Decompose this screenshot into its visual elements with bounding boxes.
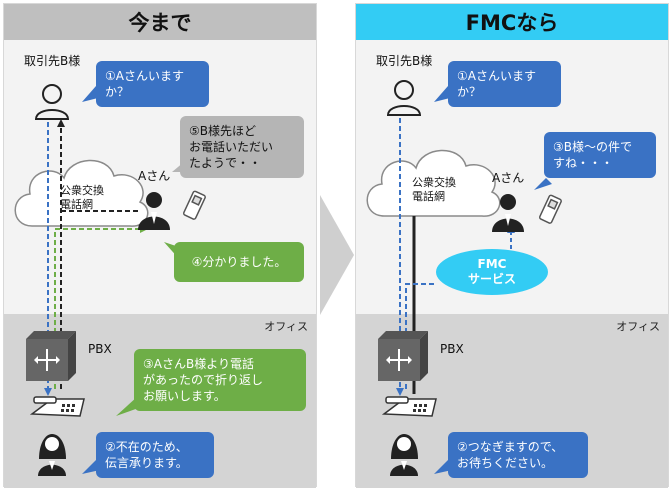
speech-bubble-4: ④分かりました。 [174, 242, 304, 282]
office-label: オフィス [264, 320, 308, 333]
left-panel-title: 今まで [4, 4, 316, 40]
pbx-label: PBX [440, 342, 464, 356]
mobile-phone-icon [182, 190, 206, 220]
client-label: 取引先B様 [24, 54, 81, 68]
office-label: オフィス [616, 320, 660, 333]
businessman-icon [492, 194, 524, 232]
person-icon [34, 84, 70, 120]
person-icon [386, 80, 422, 116]
speech-bubble-3: ③B様～の件で すね・・・ [544, 132, 656, 178]
speech-bubble-5: ⑤B様先ほど お電話いただい たようで・・ [180, 116, 304, 178]
pbx-icon [378, 331, 428, 381]
cloud-label: 公衆交換 電話網 [60, 184, 104, 211]
transition-arrow-icon [320, 195, 354, 315]
speech-bubble-1: ①Aさんいます か？ [448, 61, 561, 107]
fmc-service-oval: FMC サービス [436, 249, 548, 295]
woman-icon [390, 434, 418, 476]
speech-bubble-2: ②不在のため、 伝言承ります。 [96, 432, 214, 478]
a-label: Aさん [492, 171, 525, 185]
pbx-label: PBX [88, 342, 112, 356]
woman-icon [38, 434, 66, 476]
mobile-phone-icon [538, 194, 562, 224]
speech-bubble-3: ③AさんB様より電話 があったので折り返し お願いします。 [134, 349, 306, 411]
desk-phone-icon [381, 396, 437, 417]
left-panel: 今まで オフィス [3, 3, 317, 488]
pbx-icon [26, 331, 76, 381]
client-label: 取引先B様 [376, 54, 433, 68]
right-panel-title: FMCなら [356, 4, 668, 40]
bubble-tails [434, 86, 552, 474]
right-diagram [366, 80, 562, 476]
speech-bubble-1: ①Aさんいます か？ [96, 61, 209, 107]
desk-phone-icon [29, 396, 85, 417]
cloud-label: 公衆交換 電話網 [412, 176, 456, 203]
cloud-icon [14, 159, 149, 227]
speech-bubble-2: ②つなぎますので、 お待ちください。 [448, 432, 588, 478]
bubble-tails [82, 86, 188, 474]
a-label: Aさん [138, 169, 171, 183]
businessman-icon [138, 192, 170, 230]
right-panel: FMCなら オフィス [355, 3, 669, 488]
